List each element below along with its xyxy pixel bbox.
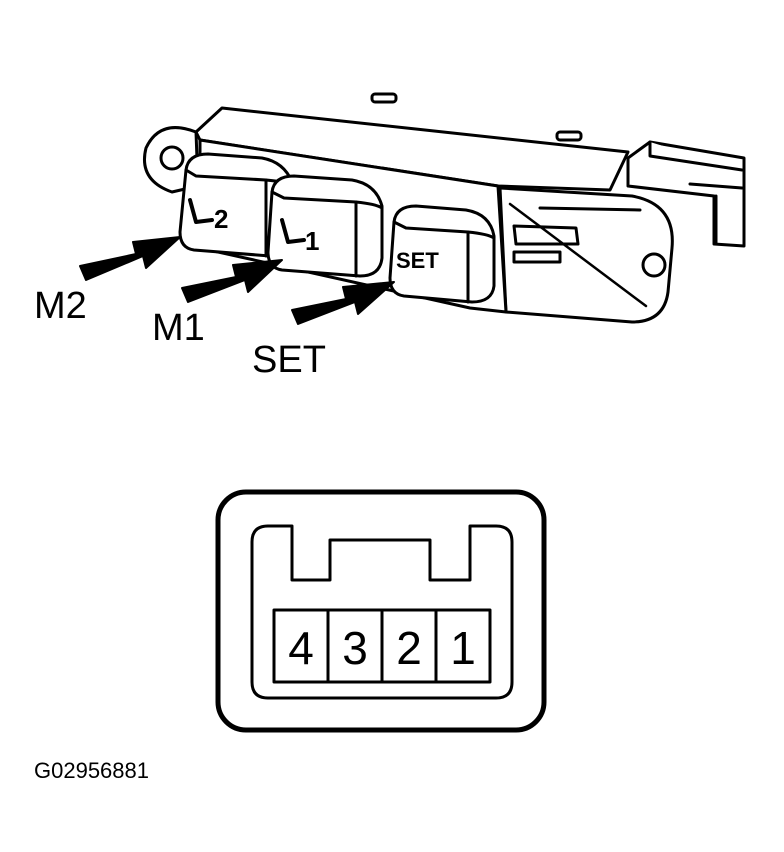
set-button[interactable] bbox=[388, 204, 496, 304]
arrow-set bbox=[291, 281, 395, 325]
pin-cell-1 bbox=[434, 608, 492, 684]
arrow-m2 bbox=[79, 236, 181, 281]
set-button-label: SET bbox=[396, 248, 439, 273]
connector bbox=[215, 489, 547, 733]
seat-icon bbox=[188, 198, 214, 224]
pin-cell-2 bbox=[380, 608, 438, 684]
figure-code: G02956881 bbox=[34, 758, 149, 783]
m2-label: M2 bbox=[34, 285, 87, 327]
pin-label-4: 4 bbox=[288, 622, 314, 674]
pin-label-1: 1 bbox=[450, 622, 476, 674]
arrow-m1 bbox=[181, 259, 283, 303]
m1-button[interactable] bbox=[266, 174, 384, 278]
m1-label: M1 bbox=[152, 307, 205, 349]
m1-button-number: 1 bbox=[305, 226, 319, 256]
pin-cell-4 bbox=[272, 608, 330, 684]
set-label: SET bbox=[252, 339, 326, 381]
pin-cell-3 bbox=[326, 608, 384, 684]
seat-icon bbox=[280, 218, 306, 244]
pin-label-3: 3 bbox=[342, 622, 368, 674]
pin-label-2: 2 bbox=[396, 622, 422, 674]
pin-row bbox=[272, 608, 492, 684]
m2-button-number: 2 bbox=[214, 204, 228, 234]
